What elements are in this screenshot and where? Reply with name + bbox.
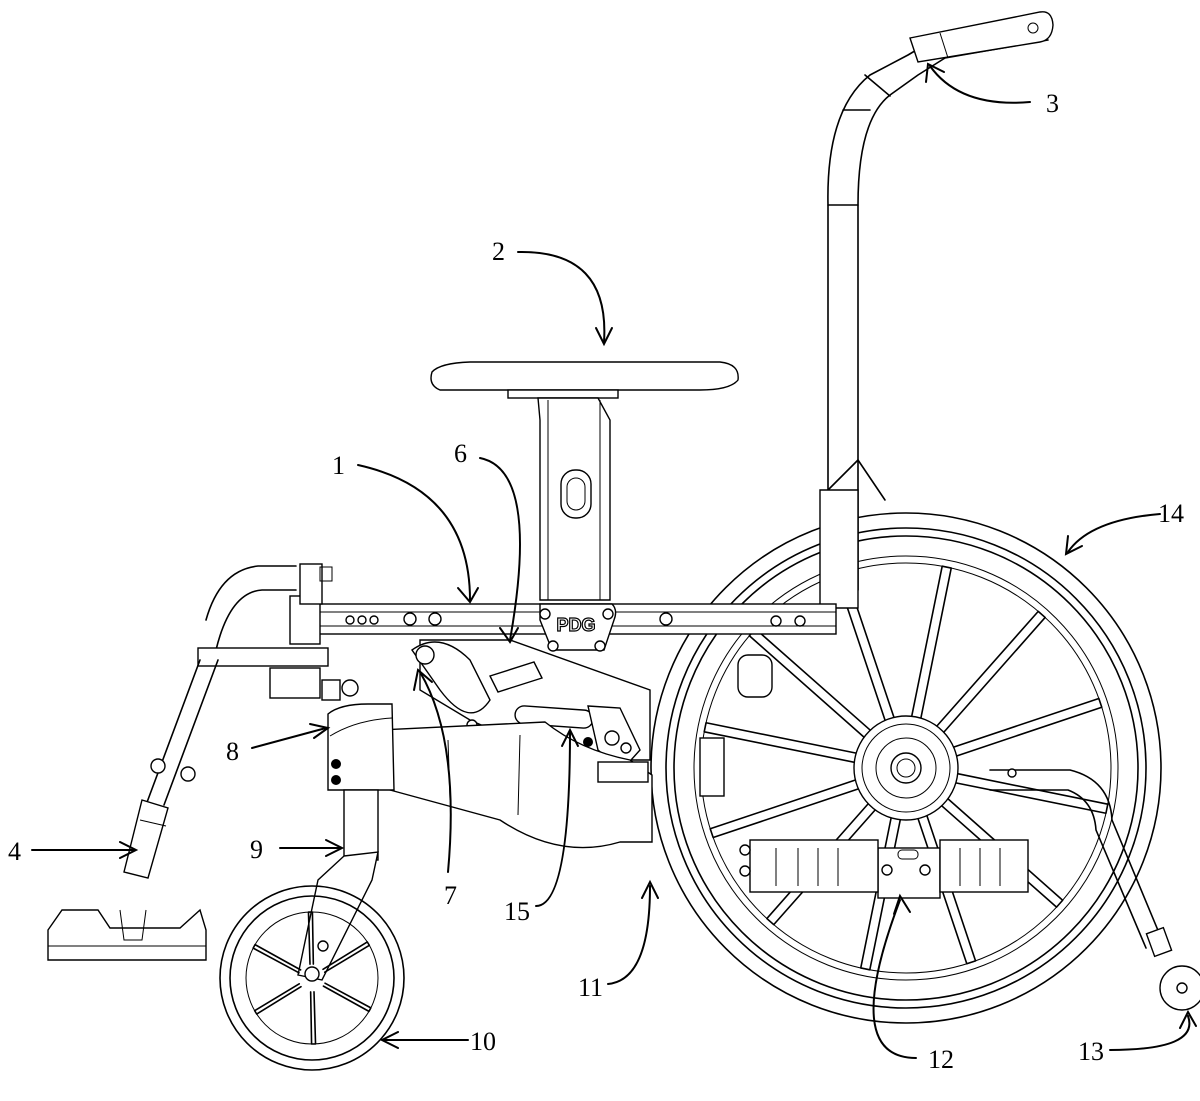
spoke [709,779,860,839]
caster-assembly [219,703,405,1071]
anti-tip [989,768,1200,1011]
callout-8: 8 [226,737,239,766]
callout-14: 14 [1158,499,1184,528]
spoke [910,565,953,719]
spoke [252,943,302,974]
callout-4: 4 [8,837,21,866]
callout-12: 12 [928,1045,954,1074]
callout-13: 13 [1078,1037,1104,1066]
leader-lines [31,62,1197,1059]
callout-11: 11 [578,973,603,1002]
spoke [309,991,317,1045]
callout-3: 3 [1046,89,1059,118]
spoke [307,911,315,965]
callout-7: 7 [444,881,457,910]
callout-9: 9 [250,835,263,864]
wheel-spokes [703,565,1109,971]
callout-6: 6 [454,439,467,468]
spoke [952,697,1103,757]
spoke [322,941,371,973]
armrest: PDG [430,361,739,652]
caster-spokes [252,911,372,1045]
tilt-mechanism [379,639,773,849]
spoke [703,721,857,764]
callout-1: 1 [332,451,345,480]
rear-wheel [650,512,1162,1024]
manufacturer-badge: PDG [556,615,595,635]
callout-10: 10 [470,1027,496,1056]
callout-labels: 1 2 3 4 6 7 8 9 10 11 12 13 14 15 [8,89,1184,1074]
spoke [955,772,1109,815]
spoke [253,983,302,1015]
callout-2: 2 [492,237,505,266]
spoke [935,610,1046,734]
callout-15: 15 [504,897,530,926]
back-post [819,11,1054,609]
spoke [322,982,372,1013]
